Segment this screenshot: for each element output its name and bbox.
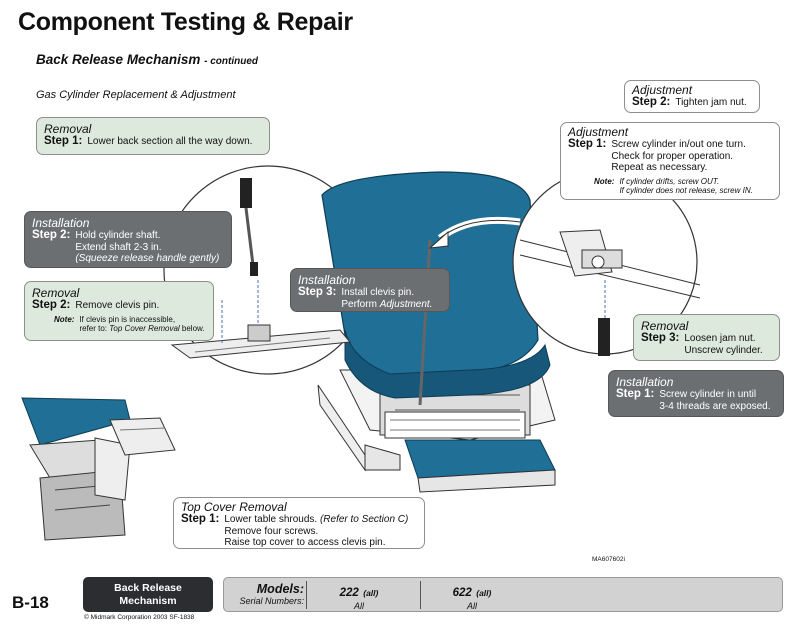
models-label: Models:	[256, 582, 304, 596]
subtitle-suffix: - continued	[204, 56, 258, 67]
callout-heading: Installation	[32, 216, 90, 230]
note-label: Note:	[594, 176, 615, 186]
step-label: Step 3:	[298, 286, 337, 298]
step-text: Remove clevis pin.	[75, 300, 160, 311]
note-text: If cylinder does not release, screw IN.	[619, 186, 753, 195]
step-text: Lower table shrouds.	[224, 514, 318, 525]
callout-heading: Removal	[44, 122, 92, 136]
step-text: Check for proper operation.	[611, 150, 734, 162]
serial-label: Serial Numbers:	[239, 596, 304, 606]
subtitle-text: Back Release Mechanism	[36, 52, 201, 67]
step-text: Install clevis pin.	[341, 287, 415, 298]
callout-heading: Top Cover Removal	[181, 500, 287, 514]
step-text: Tighten jam nut.	[675, 97, 747, 108]
page-number: B-18	[12, 593, 49, 612]
note: Note: If cylinder drifts, screw OUT. If …	[568, 177, 772, 196]
step-text: Screw cylinder in until	[659, 389, 757, 400]
step-text: Hold cylinder shaft.	[75, 230, 161, 241]
step-text: Remove four screws.	[224, 525, 319, 537]
step-label: Step 1:	[616, 388, 655, 400]
step-label: Step 3:	[641, 332, 680, 344]
removal-step3-callout: Removal Step 3: Loosen jam nut. Unscrew …	[633, 314, 780, 361]
model-suffix: (all)	[363, 588, 379, 598]
adjustment-step2-callout: Adjustment Step 2: Tighten jam nut.	[624, 80, 760, 113]
step-text: (Refer to Section C)	[319, 514, 409, 525]
step-label: Step 1:	[181, 513, 220, 525]
note-text: If clevis pin is inaccessible,	[79, 314, 176, 324]
step-text: Unscrew cylinder.	[684, 344, 763, 356]
callout-heading: Installation	[616, 375, 674, 389]
callout-heading: Adjustment	[632, 83, 693, 97]
small-chair-drawing	[21, 397, 176, 541]
step-text: (Squeeze release handle gently)	[75, 253, 220, 264]
step-lines: Screw cylinder in/out one turn. Check fo…	[606, 139, 746, 174]
model-622: 622 (all) All	[442, 583, 502, 611]
note-text: below.	[181, 324, 205, 333]
serial-value: All	[353, 601, 364, 611]
callout-heading: Adjustment	[568, 125, 629, 139]
step-lines: Lower table shrouds. (Refer to Section C…	[219, 514, 408, 549]
step-text: Extend shaft 2-3 in.	[75, 241, 162, 253]
step-lines: Screw cylinder in until 3-4 threads are …	[654, 389, 770, 412]
step-label: Step 2:	[632, 96, 671, 108]
models-bar: Models: Serial Numbers: 222 (all) All 62…	[223, 577, 783, 612]
page-subtitle: Back Release Mechanism - continued	[36, 52, 258, 67]
note: Note: If clevis pin is inaccessible, ref…	[32, 315, 206, 334]
note-text: If cylinder drifts, screw OUT.	[619, 176, 720, 186]
page-title: Component Testing & Repair	[18, 8, 353, 36]
installation-step1-callout: Installation Step 1: Screw cylinder in u…	[608, 370, 784, 417]
top-cover-removal-callout: Top Cover Removal Step 1: Lower table sh…	[173, 497, 425, 549]
section-tab-line: Back Release	[114, 582, 182, 594]
step-label: Step 1:	[44, 135, 83, 147]
note-label: Note:	[54, 314, 75, 324]
serial-value: All	[466, 601, 477, 611]
section-tab-line: Mechanism	[119, 594, 177, 607]
step-text: Adjustment.	[379, 298, 433, 310]
callout-heading: Removal	[641, 319, 689, 333]
installation-step3-callout: Installation Step 3: Install clevis pin.…	[290, 268, 450, 312]
model-suffix: (all)	[476, 588, 492, 598]
removal-step1-callout: Removal Step 1: Lower back section all t…	[36, 117, 270, 155]
figure-part-number: MA607602i	[592, 556, 625, 563]
model-number: 622	[452, 587, 472, 599]
step-lines: Install clevis pin. Perform Adjustment.	[336, 287, 432, 310]
section-tab: Back Release Mechanism	[83, 577, 213, 612]
step-text: Perform	[341, 298, 377, 310]
copyright: © Midmark Corporation 2003 SF-1838	[84, 614, 195, 621]
step-label: Step 1:	[568, 138, 607, 150]
step-label: Step 2:	[32, 299, 71, 311]
step-text: Loosen jam nut.	[684, 333, 756, 344]
step-lines: Hold cylinder shaft. Extend shaft 2-3 in…	[70, 230, 219, 265]
right-detail-drawing	[519, 229, 701, 356]
divider	[420, 581, 421, 609]
note-reference: Top Cover Removal	[109, 324, 180, 333]
adjustment-step1-callout: Adjustment Step 1: Screw cylinder in/out…	[560, 122, 780, 200]
note-text: refer to:	[79, 324, 108, 333]
callout-heading: Installation	[298, 273, 356, 287]
model-number: 222	[339, 587, 359, 599]
installation-step2-callout: Installation Step 2: Hold cylinder shaft…	[24, 211, 232, 268]
divider	[306, 581, 307, 609]
step-text: Lower back section all the way down.	[87, 136, 253, 147]
step-text: Repeat as necessary.	[611, 162, 708, 173]
step-label: Step 2:	[32, 229, 71, 241]
model-222: 222 (all) All	[329, 583, 389, 611]
left-detail-drawing	[170, 178, 351, 359]
step-text: Raise top cover to access clevis pin.	[224, 537, 386, 548]
step-text: 3-4 threads are exposed.	[659, 400, 771, 412]
section-heading: Gas Cylinder Replacement & Adjustment	[36, 89, 236, 101]
step-text: Screw cylinder in/out one turn.	[611, 139, 746, 150]
step-lines: Loosen jam nut. Unscrew cylinder.	[679, 333, 762, 356]
removal-step2-callout: Removal Step 2: Remove clevis pin. Note:…	[24, 281, 214, 341]
callout-heading: Removal	[32, 286, 80, 300]
